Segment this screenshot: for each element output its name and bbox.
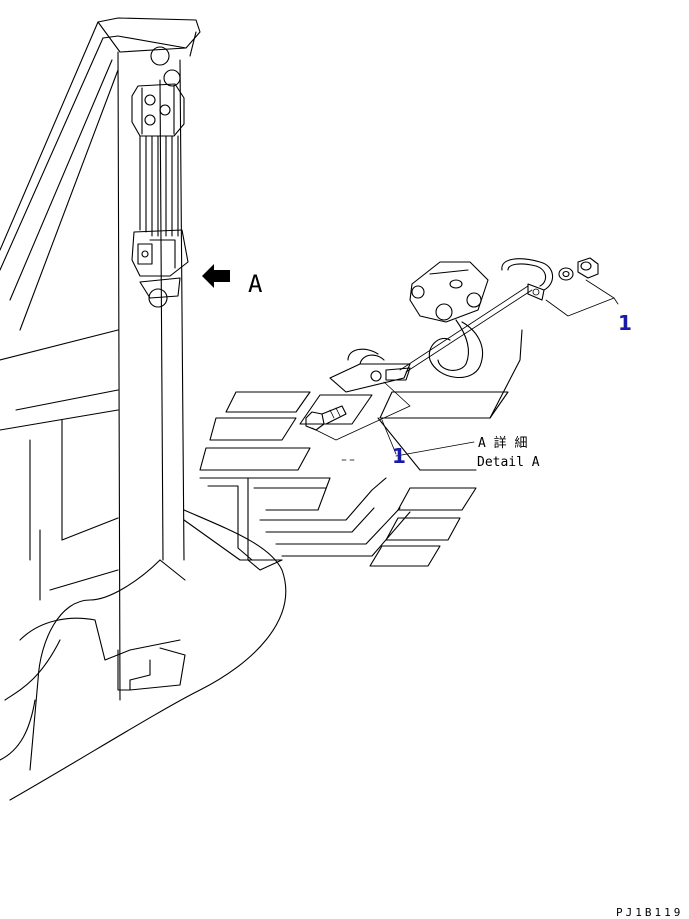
chain-pulley-assembly xyxy=(131,46,189,308)
callout-1-lower: 1 xyxy=(392,444,406,468)
detail-title-jp: A 詳 細 xyxy=(478,435,527,451)
callout-1-upper: 1 xyxy=(618,311,632,335)
detail-a-parts xyxy=(305,257,599,461)
view-arrow xyxy=(202,264,230,288)
mast-structure xyxy=(0,17,287,801)
detail-title-en: Detail A xyxy=(477,455,540,470)
view-label: A xyxy=(248,270,263,298)
leader-lines xyxy=(311,279,619,457)
side-emblem-panel xyxy=(199,329,523,571)
drawing-code: PJ1B119 xyxy=(616,906,683,919)
